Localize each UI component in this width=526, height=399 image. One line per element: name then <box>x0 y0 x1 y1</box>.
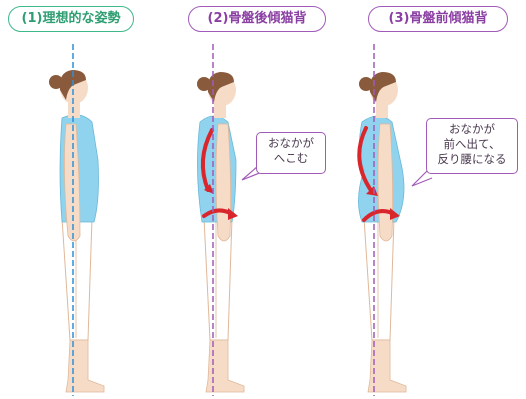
figure-ideal <box>49 44 104 396</box>
callout3-line3: 反り腰になる <box>429 152 515 167</box>
figure2-feet <box>206 340 244 392</box>
callout3-line1: おなかが <box>429 122 515 137</box>
figure-anterior-tilt <box>358 44 432 396</box>
callout2-line2: へこむ <box>259 151 323 166</box>
figure2-arm <box>216 124 231 241</box>
figure3-feet <box>368 340 406 392</box>
figure3-arm <box>378 124 393 241</box>
figure1-feet <box>66 340 104 392</box>
callout2-line1: おなかが <box>259 136 323 151</box>
figure-posterior-tilt <box>197 44 262 396</box>
callout3-line2: 前へ出て、 <box>429 137 515 152</box>
callout-abdomen-sinks: おなかが へこむ <box>256 132 326 174</box>
callout-abdomen-protrudes: おなかが 前へ出て、 反り腰になる <box>426 118 518 174</box>
